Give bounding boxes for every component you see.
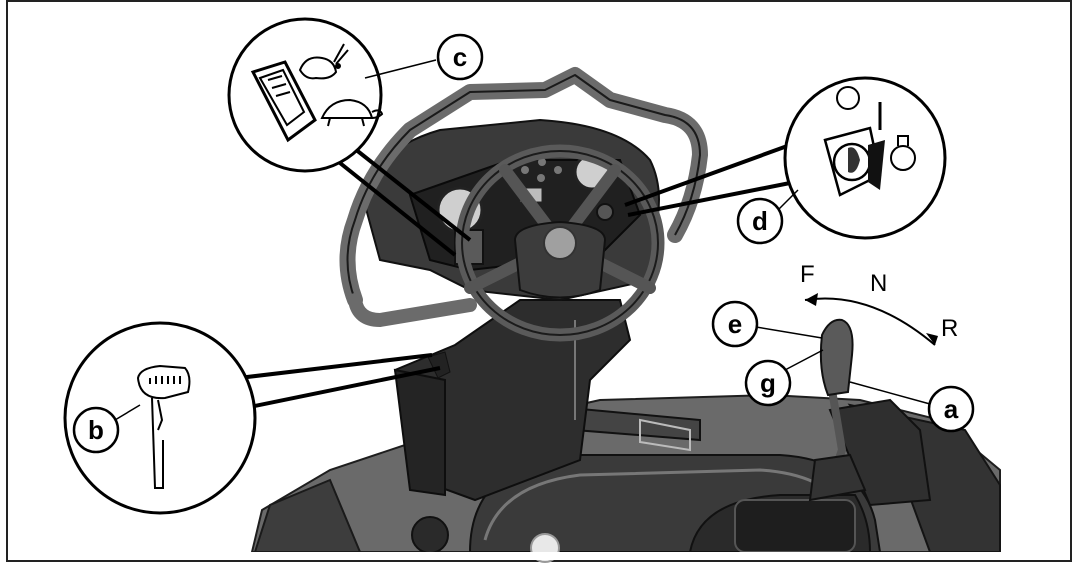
callout-e-label: e bbox=[728, 309, 742, 339]
warning-light-3 bbox=[554, 166, 562, 174]
bottom-crop bbox=[8, 552, 1070, 560]
drive-lever-knob bbox=[821, 320, 853, 395]
seat-side-pocket bbox=[735, 500, 855, 552]
warning-light-1 bbox=[521, 166, 529, 174]
direction-reverse-label: R bbox=[941, 315, 958, 342]
inset-c-circle bbox=[229, 19, 381, 171]
callout-b-label: b bbox=[88, 415, 104, 445]
callout-g-label: g bbox=[760, 368, 776, 398]
steering-hub bbox=[544, 227, 576, 259]
direction-neutral-label: N bbox=[870, 270, 887, 297]
warning-light-4 bbox=[537, 174, 545, 182]
callout-a-label: a bbox=[944, 394, 959, 424]
callout-d-label: d bbox=[752, 206, 768, 236]
callout-c-label: c bbox=[453, 42, 467, 72]
direction-forward-label: F bbox=[800, 261, 815, 288]
knob-left-bottom bbox=[412, 517, 448, 553]
ignition-on-dash bbox=[597, 204, 613, 220]
